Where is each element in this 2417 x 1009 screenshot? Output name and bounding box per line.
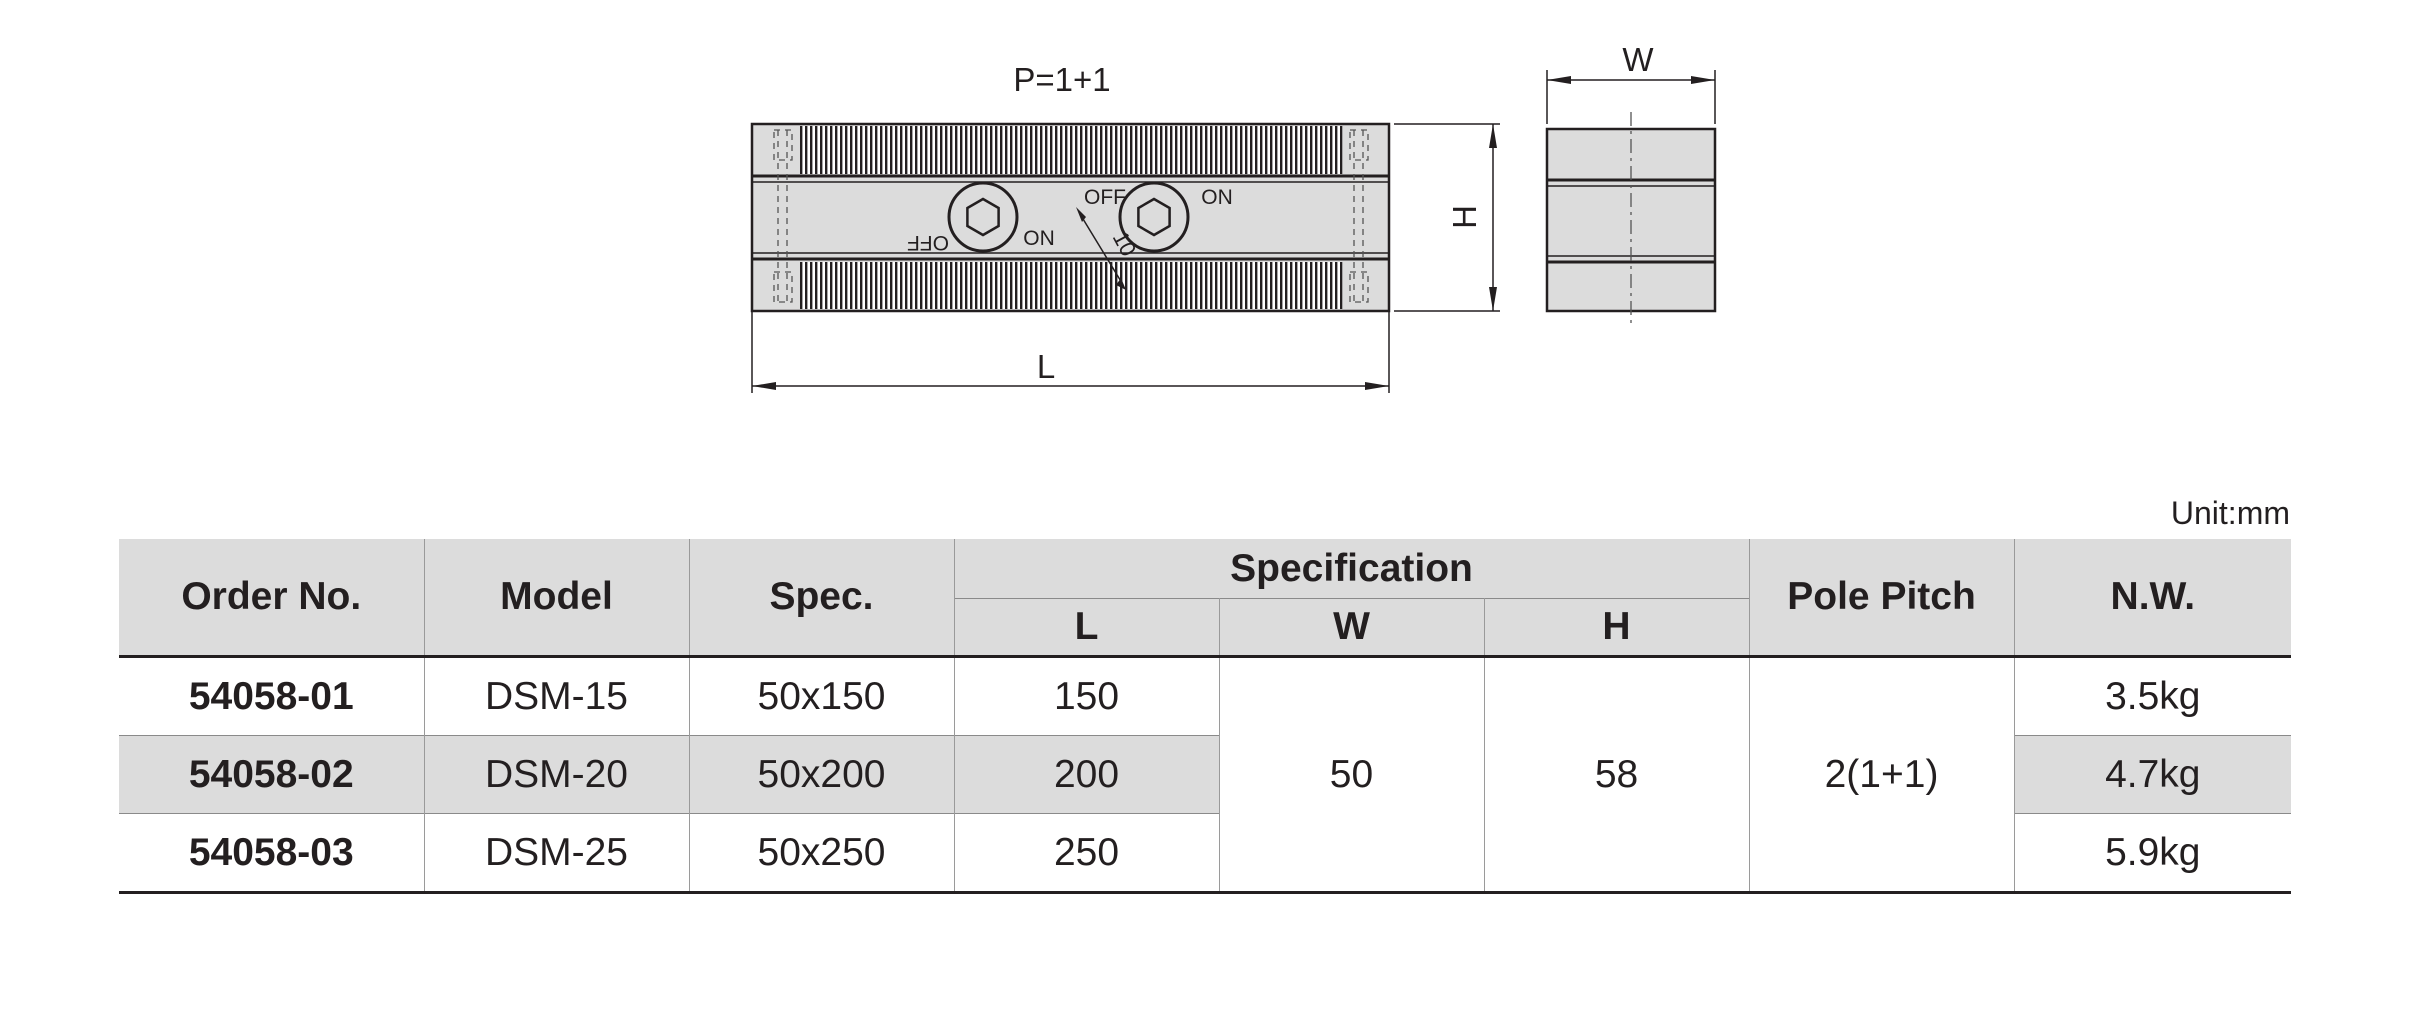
pole-pitch-cell: 2(1+1) [1748,656,2015,893]
table-row: 54058-02 DSM-20 50x200 200 4.7kg [119,735,2292,814]
header-W: W [1218,598,1485,657]
left-off-label: OFF [907,231,949,254]
header-spec: Spec. [688,539,955,657]
nw-cell: 3.5kg [2013,656,2292,736]
center-strip [754,180,1387,255]
right-on-label: ON [1201,186,1233,209]
order-no-cell: 54058-02 [119,735,425,814]
W-cell: 50 [1218,656,1485,893]
right-switch-knob [1118,181,1190,253]
right-off-label: OFF [1084,186,1126,209]
table-row: 54058-01 DSM-15 50x150 150 50 58 2(1+1) … [119,656,2292,893]
model-cell: DSM-15 [423,656,690,736]
side-view [1545,112,1717,325]
header-pole-pitch: Pole Pitch [1748,539,2015,657]
header-model: Model [423,539,690,657]
nw-cell: 5.9kg [2013,813,2292,893]
dimension-W-label: W [1622,41,1654,78]
dimension-L [751,311,1390,393]
model-cell: DSM-20 [423,735,690,814]
H-cell: 58 [1483,656,1750,893]
model-cell: DSM-25 [423,813,690,893]
L-cell: 200 [953,735,1220,814]
L-cell: 150 [953,656,1220,736]
header-nw: N.W. [2013,539,2292,657]
table-row: 54058-03 DSM-25 50x250 250 5.9kg [119,813,2292,893]
front-view: 10 OFF ON OFF ON P=1+1 [750,61,1391,313]
right-hex-socket-icon [1137,197,1171,237]
dimension-H [1394,123,1500,312]
pole-label: P=1+1 [1013,61,1110,98]
dimension-W [1546,70,1716,124]
order-no-cell: 54058-01 [119,656,425,736]
dimension-H-label: H [1446,205,1483,229]
left-switch-knob [947,181,1019,253]
technical-drawing: 10 OFF ON OFF ON P=1+1 L H [750,41,1717,393]
top-rib-band [800,126,1343,174]
order-no-cell: 54058-03 [119,813,425,893]
header-H: H [1483,598,1750,657]
bottom-rib-band [800,262,1343,309]
left-on-label: ON [1023,227,1055,250]
header-L: L [954,598,1220,657]
unit-label: Unit:mm [2170,495,2290,531]
spec-cell: 50x150 [688,656,955,736]
spec-cell: 50x250 [688,813,955,893]
spec-cell: 50x200 [688,735,955,814]
nw-cell: 4.7kg [2013,735,2292,814]
specification-table: Order No. Model Spec. Specification Pole… [119,539,2292,894]
header-specification: Specification [953,539,1750,599]
L-cell: 250 [953,813,1220,893]
left-hex-socket-icon [966,197,1000,237]
dimension-L-label: L [1037,348,1055,385]
header-order-no: Order No. [119,539,425,657]
